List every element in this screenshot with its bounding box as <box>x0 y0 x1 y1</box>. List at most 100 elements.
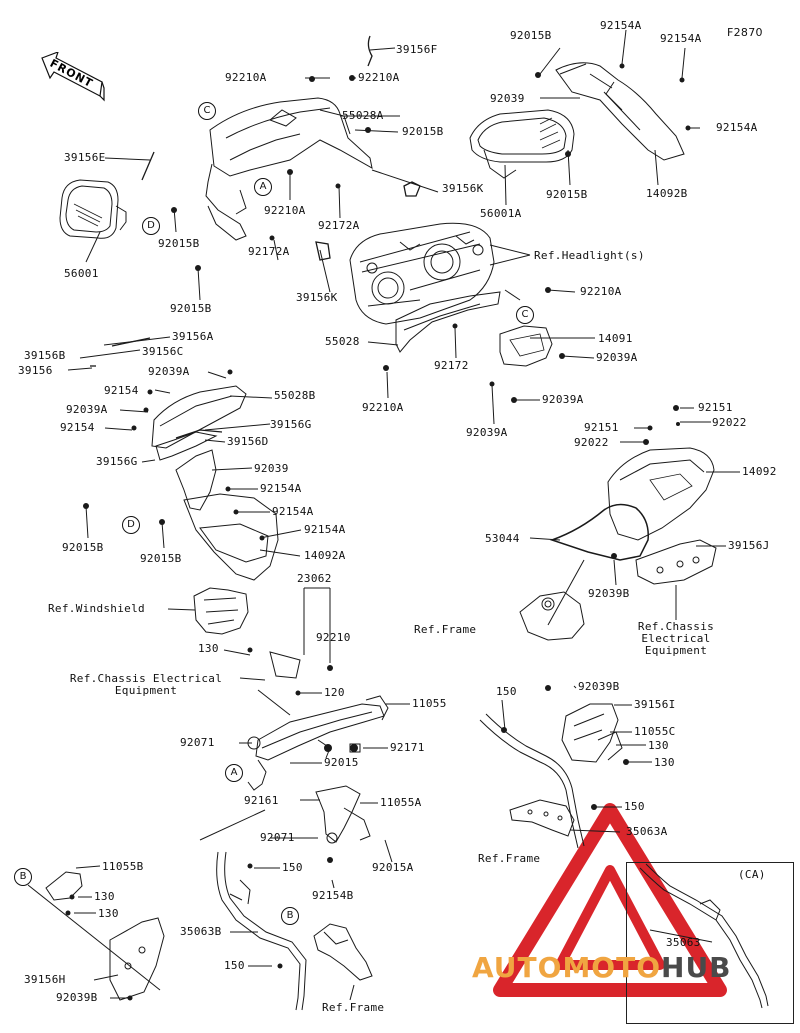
part-label: 92015B <box>170 302 212 315</box>
callout-a: A <box>225 764 243 782</box>
reference-label: Ref.Chassis Electrical Equipment <box>637 620 715 657</box>
part-label: 92039A <box>542 393 584 406</box>
part-label: 11055C <box>634 725 676 738</box>
part-label: 39156I <box>634 698 676 711</box>
part-label: 92154A <box>272 505 314 518</box>
watermark-triangle <box>493 803 727 997</box>
part-label: 39156K <box>296 291 338 304</box>
part-label: 130 <box>648 739 669 752</box>
part-label: 92015A <box>372 861 414 874</box>
part-label: 14092B <box>646 187 688 200</box>
watermark-text-part2: HUB <box>661 951 732 984</box>
part-label: 92039A <box>596 351 638 364</box>
part-label: 92171 <box>390 741 425 754</box>
part-label: 92154 <box>104 384 139 397</box>
part-label: 39156D <box>227 435 269 448</box>
part-label: 92154A <box>600 19 642 32</box>
part-label: 92210A <box>358 71 400 84</box>
part-label: 39156C <box>142 345 184 358</box>
part-label: 92210 <box>316 631 351 644</box>
callout-d: D <box>122 516 140 534</box>
part-label: 55028 <box>325 335 360 348</box>
callout-c: C <box>516 306 534 324</box>
callout-a: A <box>254 178 272 196</box>
part-label: 150 <box>624 800 645 813</box>
part-label: 92210A <box>580 285 622 298</box>
part-label: 14092 <box>742 465 777 478</box>
part-label: 92151 <box>584 421 619 434</box>
part-label: 92161 <box>244 794 279 807</box>
part-label: 92151 <box>698 401 733 414</box>
part-label: 92154A <box>304 523 346 536</box>
reference-label: Ref.Frame <box>478 852 541 865</box>
figure-code: F2870 <box>727 26 763 39</box>
reference-label: Ref.Headlight(s) <box>534 249 645 262</box>
part-label: 92015B <box>402 125 444 138</box>
part-label: 23062 <box>297 572 332 585</box>
part-label: 92022 <box>712 416 747 429</box>
reference-label: Ref.Chassis Electrical Equipment <box>69 672 223 697</box>
watermark-text-part1: AUTOMOTO <box>472 951 662 984</box>
part-label: 92022 <box>574 436 609 449</box>
part-label: 14091 <box>598 332 633 345</box>
part-label: 39156J <box>728 539 770 552</box>
part-label: 55028B <box>274 389 316 402</box>
callout-c: C <box>198 102 216 120</box>
reference-label: Ref.Frame <box>322 1001 385 1014</box>
part-label: 39156H <box>24 973 66 986</box>
part-label: 92015B <box>546 188 588 201</box>
callout-d: D <box>142 217 160 235</box>
part-label: 92015 <box>324 756 359 769</box>
part-label: 120 <box>324 686 345 699</box>
part-label: 14092A <box>304 549 346 562</box>
part-label: 92039A <box>466 426 508 439</box>
part-label: 92015B <box>158 237 200 250</box>
part-label: 11055B <box>102 860 144 873</box>
part-label: 39156F <box>396 43 438 56</box>
part-label: 150 <box>496 685 517 698</box>
part-label: 92172A <box>318 219 360 232</box>
part-label: 92210A <box>264 204 306 217</box>
part-label: 35063B <box>180 925 222 938</box>
part-label: 92071 <box>180 736 215 749</box>
reference-label: Ref.Windshield <box>48 602 145 615</box>
part-label: 92154A <box>260 482 302 495</box>
variant-label: (CA) <box>738 868 766 881</box>
part-label: 92154A <box>716 121 758 134</box>
variant-inset-box <box>626 862 794 1024</box>
part-label: 92039 <box>254 462 289 475</box>
part-label: 92039B <box>56 991 98 1004</box>
part-label: 150 <box>282 861 303 874</box>
part-label: 39156G <box>96 455 138 468</box>
part-label: 130 <box>654 756 675 769</box>
reference-label: Ref.Frame <box>414 623 477 636</box>
part-label: 92039A <box>66 403 108 416</box>
part-label: 39156G <box>270 418 312 431</box>
part-label: 92039B <box>588 587 630 600</box>
part-label: 39156 <box>18 364 53 377</box>
part-label: 39156A <box>172 330 214 343</box>
part-label: 55028A <box>342 109 384 122</box>
part-label: 92015B <box>140 552 182 565</box>
part-label: 92039 <box>490 92 525 105</box>
part-label: 92210A <box>225 71 267 84</box>
part-label: 11055 <box>412 697 447 710</box>
part-label: 39156K <box>442 182 484 195</box>
part-label: 56001A <box>480 207 522 220</box>
part-label: 92210A <box>362 401 404 414</box>
part-label: 92154A <box>660 32 702 45</box>
part-label: 92172 <box>434 359 469 372</box>
part-label: 130 <box>94 890 115 903</box>
watermark-logo: AUTOMOTOHUB <box>472 951 732 984</box>
part-label: 11055A <box>380 796 422 809</box>
part-label: 150 <box>224 959 245 972</box>
part-label: 92154 <box>60 421 95 434</box>
part-label: 39156E <box>64 151 106 164</box>
front-direction-arrow-icon <box>41 52 105 102</box>
part-label: 56001 <box>64 267 99 280</box>
part-label: 92015B <box>62 541 104 554</box>
part-label: 130 <box>198 642 219 655</box>
part-label: 92154B <box>312 889 354 902</box>
part-label: 92039B <box>578 680 620 693</box>
